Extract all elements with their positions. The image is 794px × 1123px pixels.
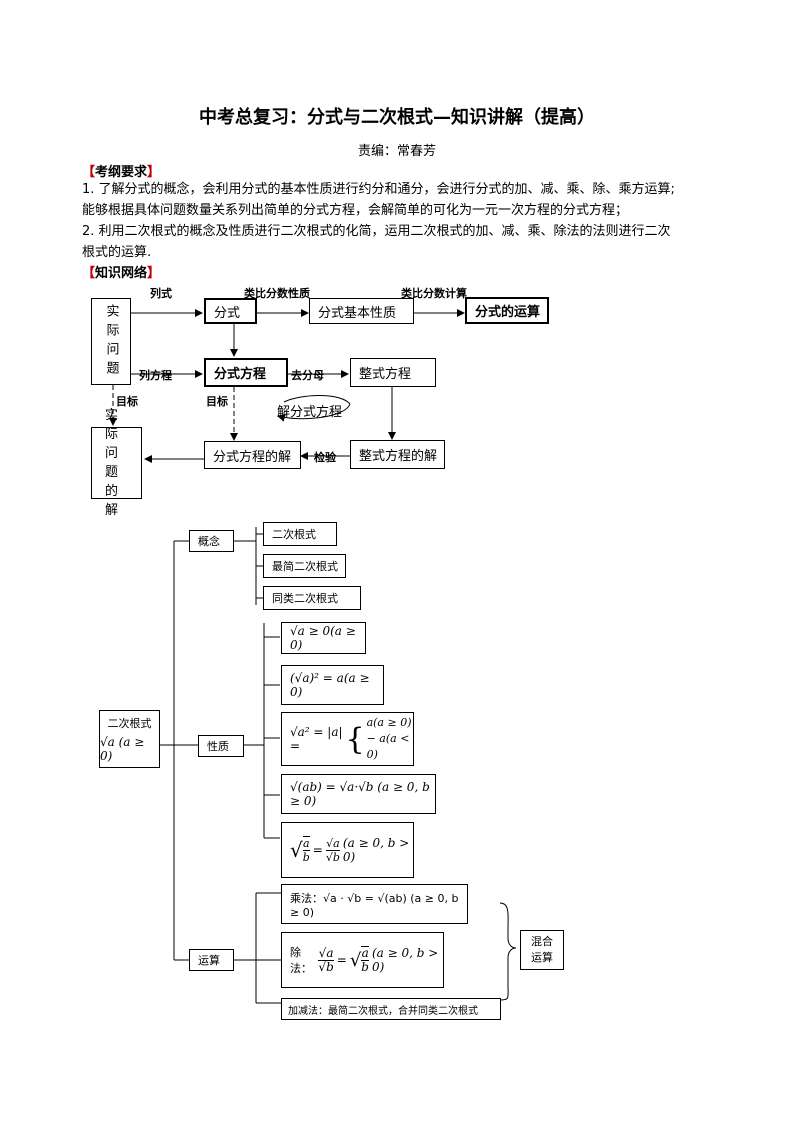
division-frac-a: √a √b <box>318 945 334 974</box>
div-frac-num-2: a <box>361 946 369 960</box>
box-ops: 运算 <box>189 949 234 971</box>
abs-case-1: a(a ≥ 0) <box>366 716 412 729</box>
division-prefix: 除法： <box>290 946 312 975</box>
equals-sign: = <box>312 843 323 857</box>
label-analogy-calc: 类比分数计算 <box>401 287 467 300</box>
practical-solution-text: 实际问题的解 <box>104 408 128 518</box>
label-analogy-property: 类比分数性质 <box>244 287 310 300</box>
div-frac-den: √b <box>318 959 334 974</box>
box-property: 性质 <box>198 735 244 757</box>
label-check: 检验 <box>314 451 336 464</box>
syllabus-line-4: 根式的运算. <box>82 245 152 260</box>
div-frac-num: √a <box>318 945 334 960</box>
solve-fraction-eq-label: 解分式方程 <box>277 405 343 420</box>
syllabus-line-3: 2. 利用二次根式的概念及性质进行二次根式的化简，运用二次根式的加、减、乘、除法… <box>82 224 671 239</box>
div-equals: = <box>336 953 347 967</box>
root-label: 二次根式 <box>107 717 152 730</box>
network-heading-text: 知识网络 <box>95 266 148 281</box>
property-nonneg: √a ≥ 0(a ≥ 0) <box>281 622 366 654</box>
root-formula: √a (a ≥ 0) <box>100 735 145 763</box>
box-mixed-ops: 混合运算 <box>520 930 564 970</box>
practical-problem-text: 实际问题 <box>103 303 119 380</box>
div-sqrt-icon: √ <box>349 949 362 971</box>
editor-line: 责编：常春芳 <box>357 144 436 159</box>
brace-icon: { <box>345 721 365 757</box>
label-denominator: 去分母 <box>291 369 324 382</box>
label-list-eq: 列方程 <box>139 369 172 382</box>
property-quotient: √ a b = √a √b (a ≥ 0, b > 0) <box>281 822 414 878</box>
box-fraction-eq: 分式方程 <box>204 358 288 387</box>
box-fraction: 分式 <box>204 298 257 324</box>
label-goal-1: 目标 <box>116 395 138 408</box>
syllabus-text: 1. 了解分式的概念，会利用分式的基本性质进行约分和通分，会进行分式的加、减、乘… <box>82 179 722 263</box>
frac-den-2: √b <box>325 849 340 864</box>
box-tree-root: 二次根式 √a (a ≥ 0) <box>99 710 160 768</box>
div-frac-den-2: b <box>361 960 369 974</box>
division-frac-b: a b <box>361 946 369 974</box>
syllabus-heading-text: 考纲要求 <box>95 165 148 180</box>
ops-multiplication: 乘法：√a · √b = √(ab) (a ≥ 0, b ≥ 0) <box>281 884 468 924</box>
concept-item-quadratic-radical: 二次根式 <box>263 522 337 546</box>
quotient-condition: (a ≥ 0, b > 0) <box>342 836 410 864</box>
frac-num-2: √a <box>326 836 340 850</box>
page-title: 中考总复习：分式与二次根式—知识讲解（提高） <box>199 107 595 128</box>
box-practical-problem: 实际问题 <box>91 298 131 385</box>
box-concept: 概念 <box>189 530 234 552</box>
box-integral-eq: 整式方程 <box>350 358 436 387</box>
section-heading-syllabus: 【考纲要求】 <box>82 165 161 180</box>
property-square: (√a)² = a(a ≥ 0) <box>281 665 384 705</box>
box-practical-solution: 实际问题的解 <box>91 408 142 518</box>
label-list: 列式 <box>150 287 172 300</box>
abs-formula-left: √a² = |a| = <box>290 725 343 753</box>
concept-item-simplest-radical: 最简二次根式 <box>263 554 346 578</box>
property-abs: √a² = |a| = { a(a ≥ 0) − a(a < 0) <box>281 712 414 766</box>
frac-num: a <box>302 837 310 850</box>
division-condition: (a ≥ 0, b > 0) <box>371 946 439 974</box>
ops-add-sub: 加减法：最简二次根式，合并同类二次根式 <box>281 998 501 1020</box>
quotient-frac-b: √a √b <box>325 836 340 864</box>
syllabus-line-2: 能够根据具体问题数量关系列出简单的分式方程，会解简单的可化为一元一次方程的分式方… <box>82 203 629 218</box>
property-product: √(ab) = √a·√b (a ≥ 0, b ≥ 0) <box>281 774 436 814</box>
box-integral-solution: 整式方程的解 <box>350 440 445 469</box>
box-basic-property: 分式基本性质 <box>309 298 414 324</box>
box-fraction-ops: 分式的运算 <box>465 297 549 324</box>
section-heading-network: 【知识网络】 <box>82 266 161 281</box>
syllabus-line-1: 1. 了解分式的概念，会利用分式的基本性质进行约分和通分，会进行分式的加、减、乘… <box>82 182 675 197</box>
quotient-frac-a: a b <box>302 836 310 864</box>
abs-case-2: − a(a < 0) <box>366 732 410 761</box>
ops-division: 除法： √a √b = √ a b (a ≥ 0, b > 0) <box>281 932 444 988</box>
label-goal-2: 目标 <box>206 395 228 408</box>
abs-cases: a(a ≥ 0) − a(a < 0) <box>367 715 413 763</box>
frac-den: b <box>302 850 310 864</box>
box-fraction-solution: 分式方程的解 <box>204 441 301 469</box>
sqrt-icon: √ <box>290 838 303 862</box>
concept-item-similar-radical: 同类二次根式 <box>263 586 361 610</box>
